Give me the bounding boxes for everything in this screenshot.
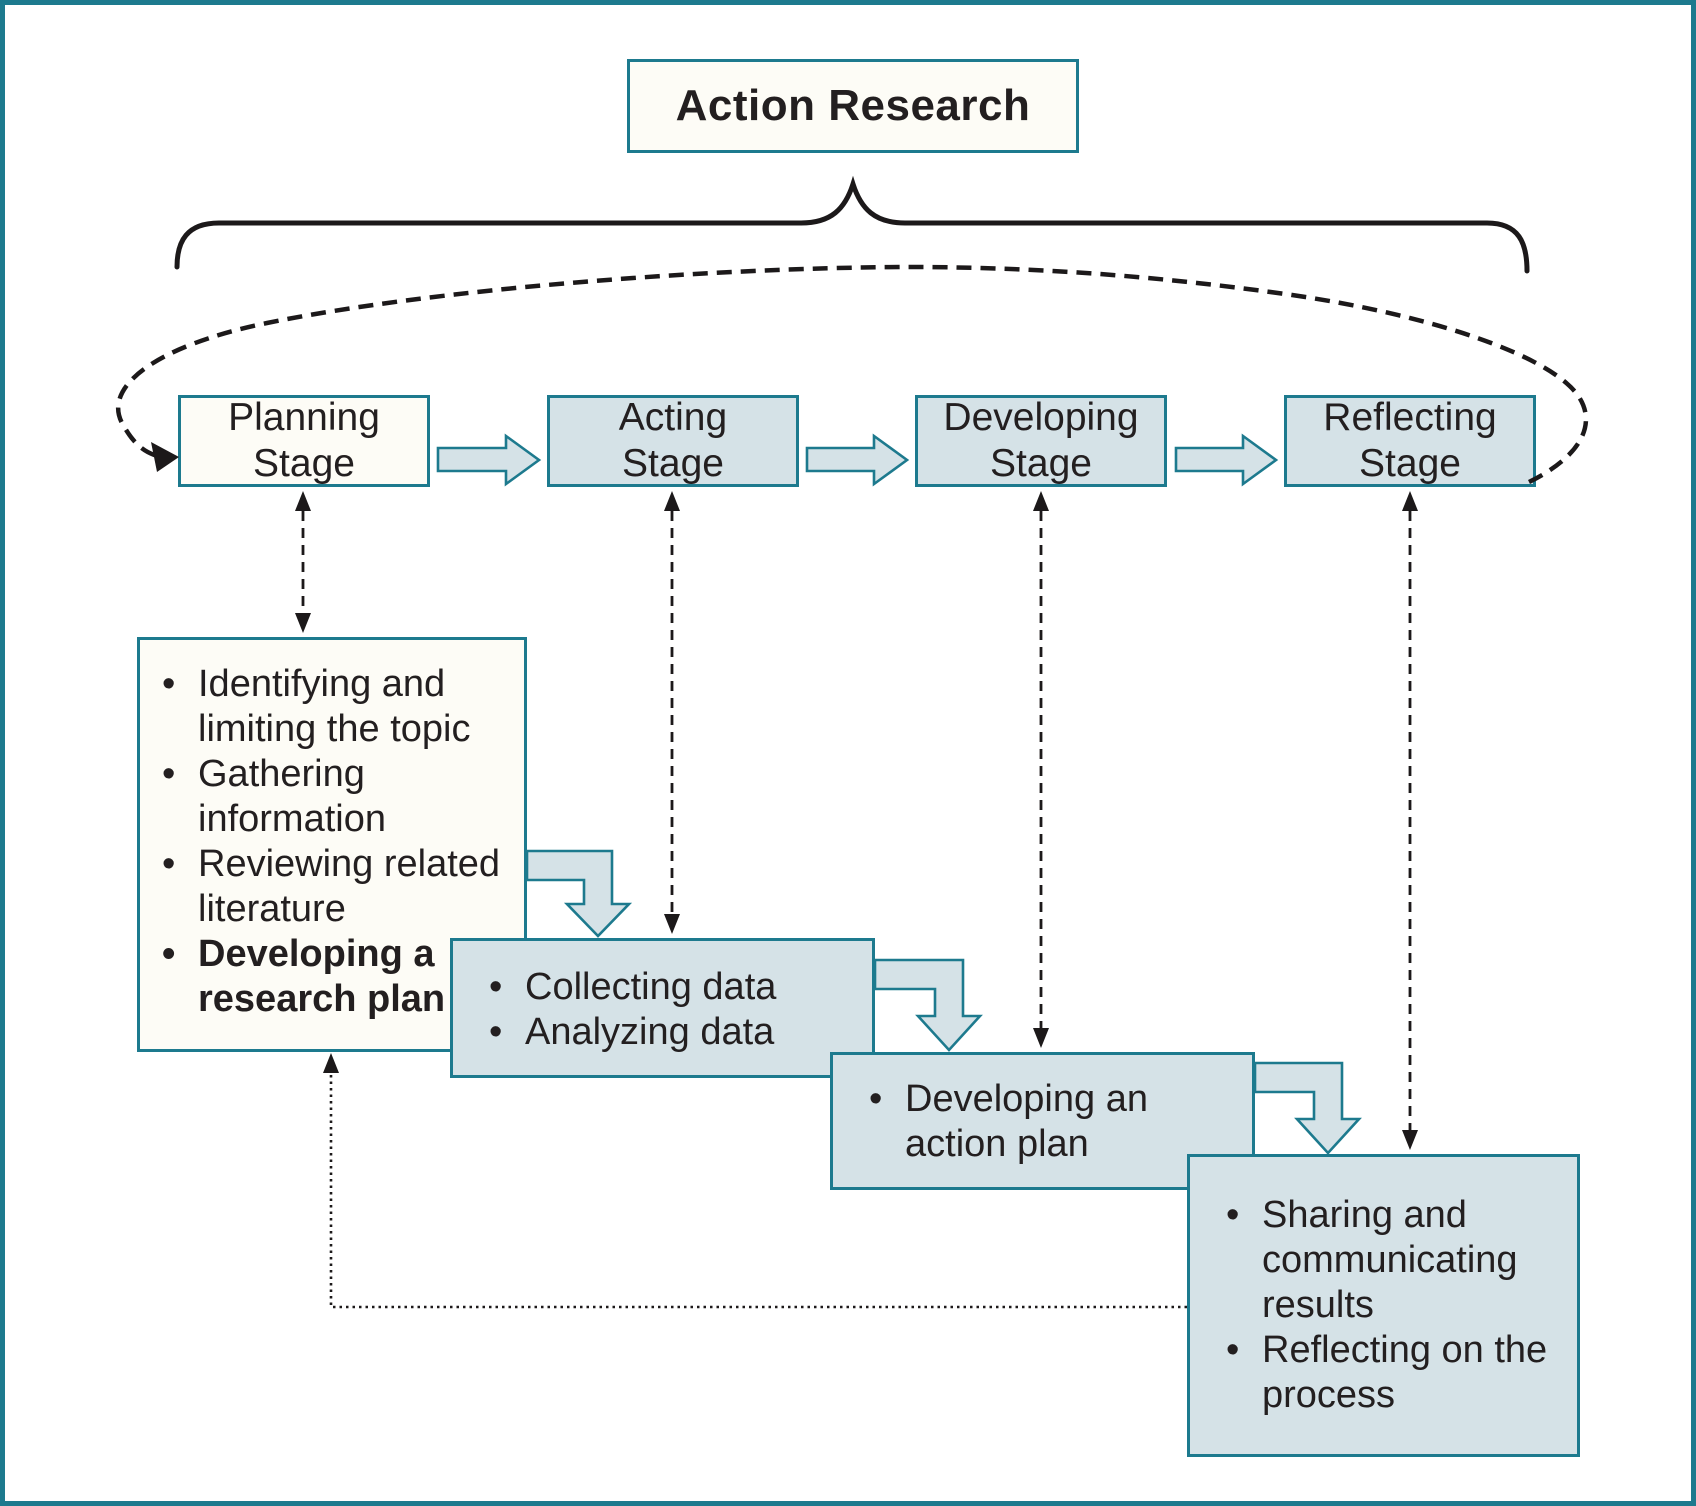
list-item: Gathering information (140, 752, 524, 842)
connector-developing (1033, 491, 1049, 1048)
list-item: Reviewing related literature (140, 842, 524, 932)
stage-label-reflecting: Reflecting Stage (1323, 396, 1497, 485)
flow-arrow-planning-acting (436, 433, 542, 487)
elbow-arrow-acting-developing (873, 958, 983, 1052)
stage-box-developing: Developing Stage (915, 395, 1167, 487)
stage-box-acting: Acting Stage (547, 395, 799, 487)
flow-arrow-developing-reflecting (1174, 433, 1279, 487)
list-item: Reflecting on the process (1190, 1328, 1577, 1418)
detail-box-acting: Collecting data Analyzing data (450, 938, 875, 1078)
stage-box-planning: Planning Stage (178, 395, 430, 487)
reflecting-detail-list: Sharing and communicating results Reflec… (1190, 1193, 1577, 1418)
stage-box-reflecting: Reflecting Stage (1284, 395, 1536, 487)
stage-label-planning: Planning Stage (228, 396, 380, 485)
list-item: Sharing and communicating results (1190, 1193, 1577, 1328)
list-item-emphasized: Developing a research plan (140, 932, 524, 1022)
stage-label-acting: Acting Stage (618, 396, 728, 485)
title-box: Action Research (627, 59, 1079, 153)
elbow-arrow-developing-reflecting (1253, 1061, 1362, 1155)
flow-arrow-acting-developing (805, 433, 910, 487)
detail-box-reflecting: Sharing and communicating results Reflec… (1187, 1154, 1580, 1457)
connector-reflecting (1402, 491, 1418, 1150)
planning-detail-list: Identifying and limiting the topic Gathe… (140, 662, 524, 1022)
list-item: Analyzing data (453, 1010, 872, 1055)
elbow-arrow-planning-acting (525, 849, 633, 938)
detail-box-planning: Identifying and limiting the topic Gathe… (137, 637, 527, 1052)
curly-brace (174, 175, 1530, 274)
stage-label-developing: Developing Stage (943, 396, 1139, 485)
acting-detail-list: Collecting data Analyzing data (453, 965, 872, 1055)
connector-planning (295, 491, 311, 633)
cycle-loop-arrowhead (151, 442, 179, 472)
diagram-title: Action Research (675, 81, 1031, 130)
list-item: Collecting data (453, 965, 872, 1010)
connector-acting (664, 491, 680, 934)
list-item: Identifying and limiting the topic (140, 662, 524, 752)
